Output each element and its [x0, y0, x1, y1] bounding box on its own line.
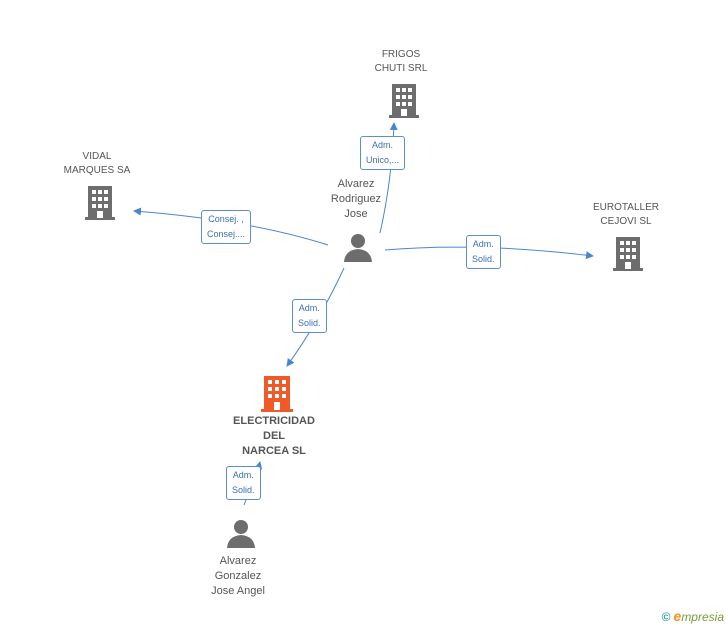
frigos-label-line-1: FRIGOS — [381, 49, 421, 60]
eurotaller-label-line-2: CEJOVI SL — [600, 216, 652, 227]
frigos-label[interactable]: FRIGOS CHUTI SRL — [356, 48, 446, 76]
person-icon[interactable] — [343, 232, 373, 262]
vidal-label-line-1: VIDAL — [82, 151, 112, 162]
electricidad-label-line-1: ELECTRICIDAD — [233, 415, 315, 427]
edge-label-line-1: Consej. , — [208, 214, 244, 224]
edge-label-line-2: Solid. — [232, 485, 255, 495]
empresia-watermark: ©empresia — [662, 608, 724, 624]
frigos-label-line-2: CHUTI SRL — [374, 63, 428, 74]
edge-label-line-1: Adm. — [372, 140, 394, 150]
main-building-icon[interactable] — [261, 376, 293, 412]
edge-label-to-eurotaller[interactable]: Adm. Solid. — [466, 235, 501, 269]
copyright-icon: © — [661, 610, 671, 624]
building-icon[interactable] — [85, 186, 115, 220]
alvarez-rodriguez-label[interactable]: Alvarez Rodriguez Jose — [311, 177, 401, 222]
alvarez-gonzalez-label[interactable]: Alvarez Gonzalez Jose Angel — [193, 554, 283, 599]
alvarez-rodriguez-line-1: Alvarez — [337, 178, 375, 190]
edge-label-to-electricidad[interactable]: Adm. Solid. — [292, 299, 327, 333]
electricidad-label[interactable]: ELECTRICIDAD DEL NARCEA SL — [224, 414, 324, 459]
edge-label-line-2: Consej.... — [207, 229, 246, 239]
vidal-label[interactable]: VIDAL MARQUES SA — [52, 150, 142, 178]
alvarez-gonzalez-line-2: Gonzalez — [214, 570, 262, 582]
building-icon[interactable] — [613, 237, 643, 271]
alvarez-gonzalez-line-1: Alvarez — [219, 555, 257, 567]
edge-label-line-1: Adm. — [232, 470, 254, 480]
alvarez-rodriguez-line-3: Jose — [344, 208, 368, 220]
edge-label-line-1: Adm. — [298, 303, 320, 313]
edge-label-to-frigos[interactable]: Adm. Unico,... — [360, 136, 406, 170]
edge-label-line-2: Solid. — [472, 254, 495, 264]
edge-label-line-1: Adm. — [472, 239, 494, 249]
edge-label-line-2: Solid. — [298, 318, 321, 328]
electricidad-label-line-2: DEL — [263, 430, 285, 442]
brand-initial: e — [673, 608, 682, 624]
edge-label-gonzalez-to-electricidad[interactable]: Adm. Solid. — [226, 466, 261, 500]
alvarez-gonzalez-line-3: Jose Angel — [211, 585, 265, 597]
eurotaller-label[interactable]: EUROTALLER CEJOVI SL — [581, 201, 671, 229]
person-icon[interactable] — [226, 518, 256, 548]
vidal-label-line-2: MARQUES SA — [63, 165, 131, 176]
edge-label-to-vidal[interactable]: Consej. , Consej.... — [201, 210, 252, 244]
edge-label-line-2: Unico,... — [366, 155, 400, 165]
eurotaller-label-line-1: EUROTALLER — [593, 202, 659, 213]
brand-name: mpresia — [681, 610, 724, 624]
electricidad-label-line-3: NARCEA SL — [242, 445, 306, 457]
alvarez-rodriguez-line-2: Rodriguez — [330, 193, 382, 205]
edge-to-frigos — [379, 122, 398, 234]
building-icon[interactable] — [389, 84, 419, 118]
